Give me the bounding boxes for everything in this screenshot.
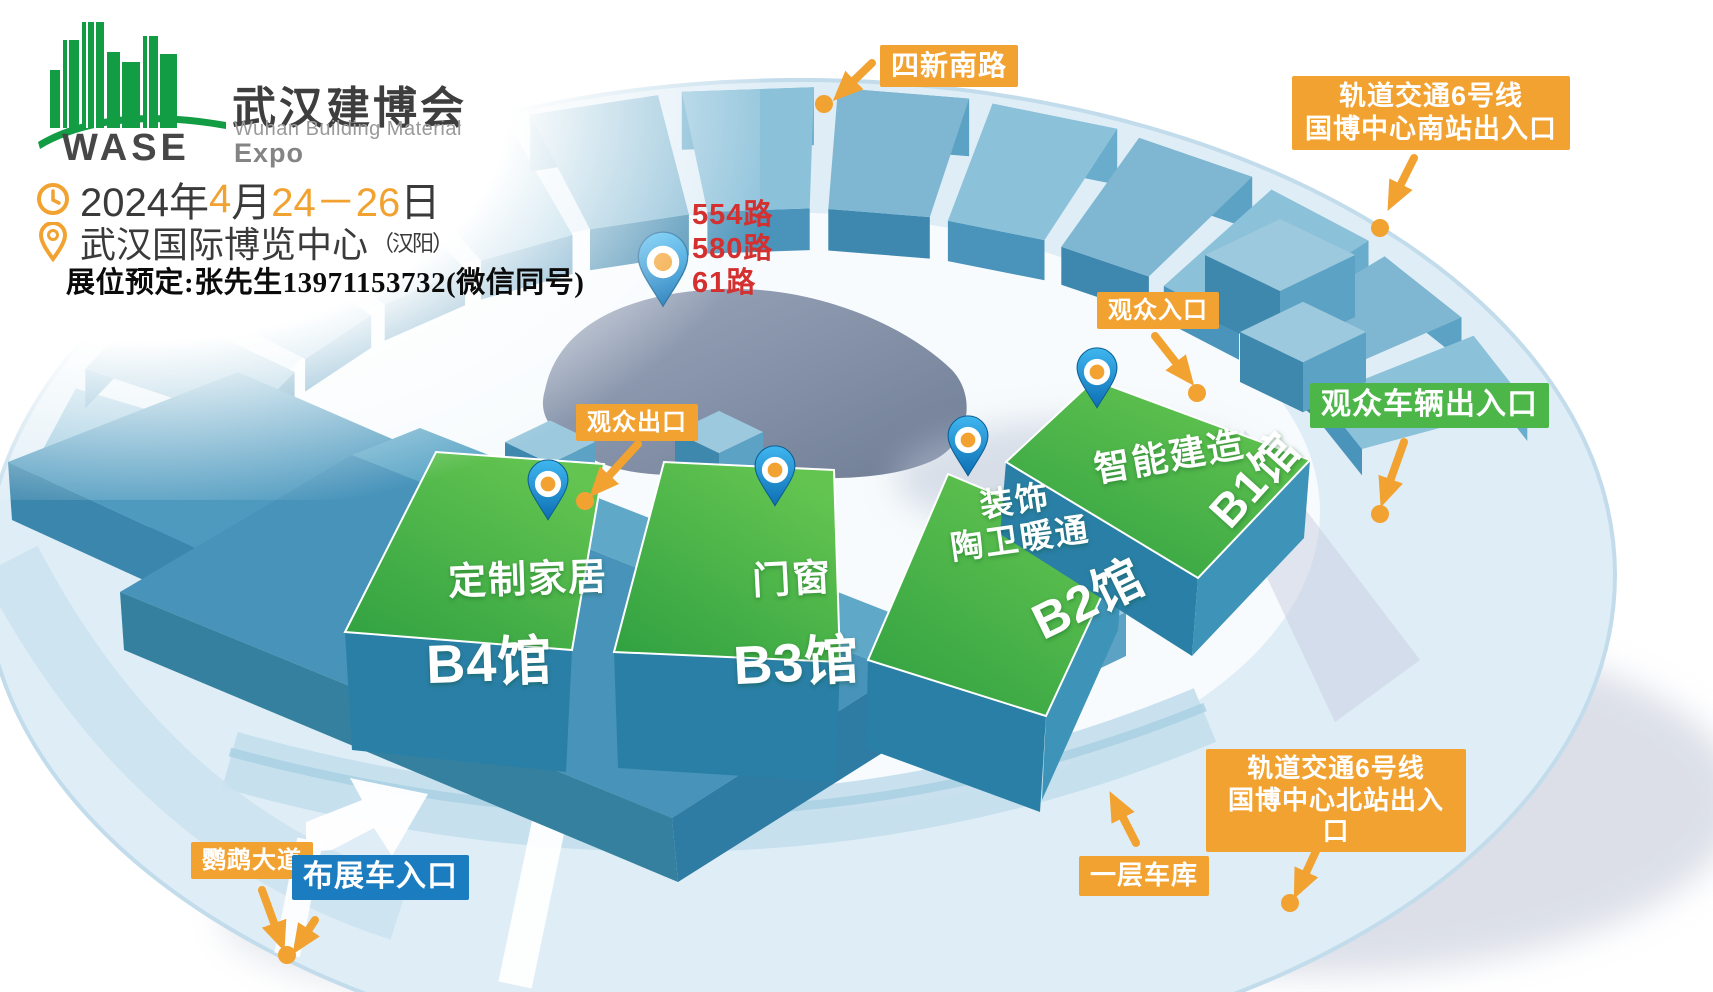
- road-arrow-marking: [306, 778, 428, 856]
- badge-visitor-vehicle-gate: 观众车辆出入口: [1310, 383, 1549, 428]
- date-month-num: 4: [208, 176, 232, 221]
- date-month-unit: 月: [231, 181, 272, 225]
- badge-metro-south: 轨道交通6号线 国博中心南站出入口: [1292, 76, 1570, 150]
- date-year: 2024年: [80, 181, 209, 225]
- brand-title-cn: 武汉建博会: [232, 84, 467, 133]
- badge-garage: 一层车库: [1079, 856, 1210, 896]
- wase-logo-icon: WASE: [38, 22, 226, 165]
- clock-icon: [36, 182, 70, 216]
- badge-visitor-entrance: 观众入口: [1097, 292, 1219, 330]
- booking-contact: 展位预定:张先生13971153732(微信同号): [66, 267, 585, 299]
- badge-truck-entrance: 布展车入口: [292, 855, 469, 900]
- location-pin-icon: [38, 222, 68, 262]
- bus-route-554: 554路: [692, 199, 774, 231]
- hall-b1-shape: [1000, 378, 1312, 656]
- date-day-unit: 日: [400, 181, 441, 225]
- hall-b4-name: B4馆: [425, 630, 554, 696]
- hall-b3-category: 门窗: [751, 556, 834, 604]
- date-day-range: 24－26: [271, 181, 401, 225]
- brand-expo-label: Expo: [234, 138, 305, 168]
- venue-name: 武汉国际博览中心: [80, 224, 369, 265]
- bus-route-580: 580路: [692, 233, 774, 265]
- bus-routes: 554路 580路 61路: [692, 198, 773, 300]
- badge-metro-north: 轨道交通6号线 国博中心北站出入口: [1206, 749, 1466, 853]
- bus-route-61: 61路: [692, 267, 757, 299]
- badge-sixin-road: 四新南路: [880, 45, 1019, 88]
- venue-note: （汉阳）: [372, 231, 454, 256]
- hall-b3-shape: [612, 460, 842, 782]
- badge-visitor-exit: 观众出口: [576, 404, 698, 442]
- hall-b3-name: B3馆: [731, 629, 861, 697]
- brand-block: WASE 武汉建博会 Wuhan Building Material Expo: [36, 10, 596, 168]
- wase-logo-text: WASE: [62, 127, 190, 165]
- brand-subtitle-en: Wuhan Building Material: [234, 118, 462, 140]
- venue-line: 武汉国际博览中心 （汉阳）: [38, 216, 454, 268]
- hall-b4-category: 定制家居: [447, 556, 609, 604]
